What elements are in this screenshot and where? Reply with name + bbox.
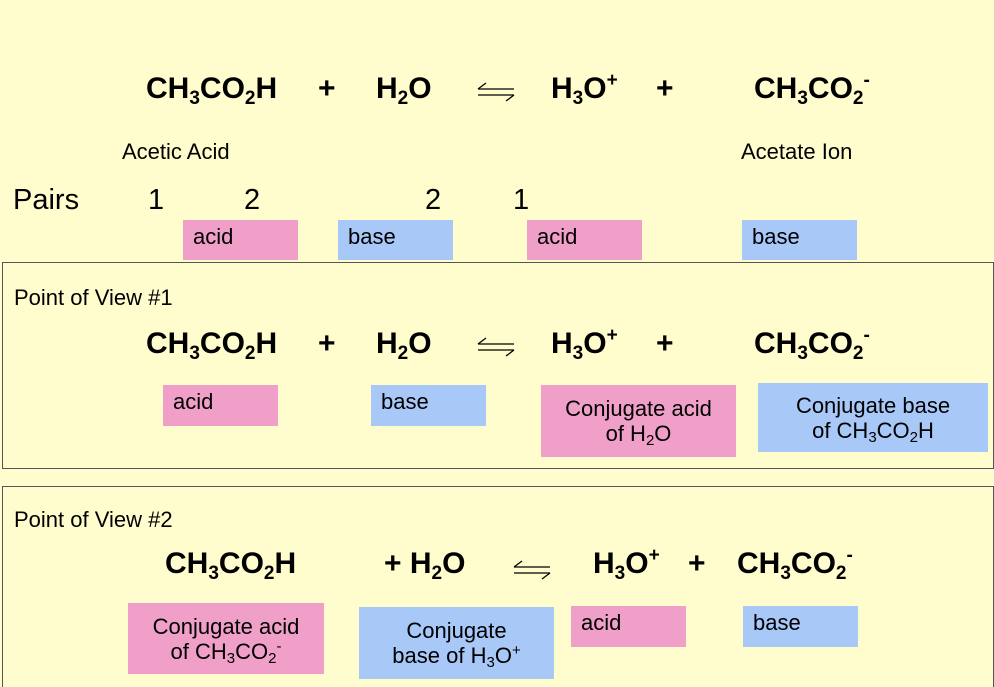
conj-acid-line2: of CH3CO2- (170, 637, 282, 667)
top-acetic-acid-formula: CH3CO2H (146, 72, 278, 109)
acetic-acid-name: Acetic Acid (122, 139, 230, 164)
pov1-plus-2: + (656, 327, 674, 360)
pov2-hydronium-formula: H3O+ (593, 545, 660, 584)
pov1-plus-1: + (318, 327, 336, 360)
equilibrium-arrow-icon (477, 337, 515, 357)
pov2-water-formula: + H2O (384, 547, 466, 584)
top-acetate-formula: CH3CO2- (754, 70, 870, 109)
top-water-formula: H2O (376, 72, 432, 109)
pov2-acetate-formula: CH3CO2- (737, 545, 853, 584)
top-base-box: base (742, 220, 857, 260)
pov1-hydronium-formula: H3O+ (551, 325, 618, 364)
pov2-acid-box: acid (571, 606, 686, 647)
top-plus-1: + (318, 72, 336, 105)
pov2-conjugate-acid-box: Conjugate acid of CH3CO2- (128, 603, 324, 674)
pov1-acid-box: acid (163, 385, 278, 426)
acetate-ion-name: Acetate Ion (741, 139, 853, 164)
pair-number: 1 (148, 184, 165, 216)
top-hydronium-formula: H3O+ (551, 70, 618, 109)
pov1-base-box: base (371, 385, 486, 426)
conj-acid-line2: of H2O (605, 421, 672, 449)
equilibrium-arrow-icon (513, 560, 551, 580)
conj-base-line1: Conjugate base (795, 392, 951, 418)
pair-number: 2 (425, 184, 442, 216)
conj-acid-line1: Conjugate acid (152, 613, 300, 639)
conj-base-line1: Conjugate (406, 618, 507, 643)
pair-number: 2 (244, 184, 261, 216)
pov2-plus: + (688, 547, 706, 580)
pov1-acetic-acid-formula: CH3CO2H (146, 327, 278, 364)
top-plus-2: + (656, 72, 674, 105)
conj-acid-line1: Conjugate acid (565, 396, 712, 421)
pairs-label: Pairs (13, 184, 80, 216)
pov2-acetic-acid-formula: CH3CO2H (165, 547, 297, 584)
point-of-view-1-panel: Point of View #1 (2, 262, 994, 469)
pov1-water-formula: H2O (376, 327, 432, 364)
pov2-conjugate-base-box: Conjugate base of H3O+ (359, 607, 554, 679)
pair-number: 1 (513, 184, 530, 216)
pov1-title: Point of View #1 (14, 285, 173, 310)
top-acid-box: acid (183, 220, 298, 260)
pov2-title: Point of View #2 (14, 507, 173, 532)
conj-base-line2: of CH3CO2H (812, 417, 934, 446)
top-base-box: base (338, 220, 453, 260)
pov2-base-box: base (743, 606, 858, 647)
top-acid-box: acid (527, 220, 642, 260)
pov1-conjugate-base-box: Conjugate base of CH3CO2H (758, 383, 988, 452)
equilibrium-arrow-icon (477, 82, 515, 102)
pov1-conjugate-acid-box: Conjugate acid of H2O (541, 385, 736, 457)
pov1-acetate-formula: CH3CO2- (754, 325, 870, 364)
conj-base-line2: base of H3O+ (392, 642, 521, 671)
